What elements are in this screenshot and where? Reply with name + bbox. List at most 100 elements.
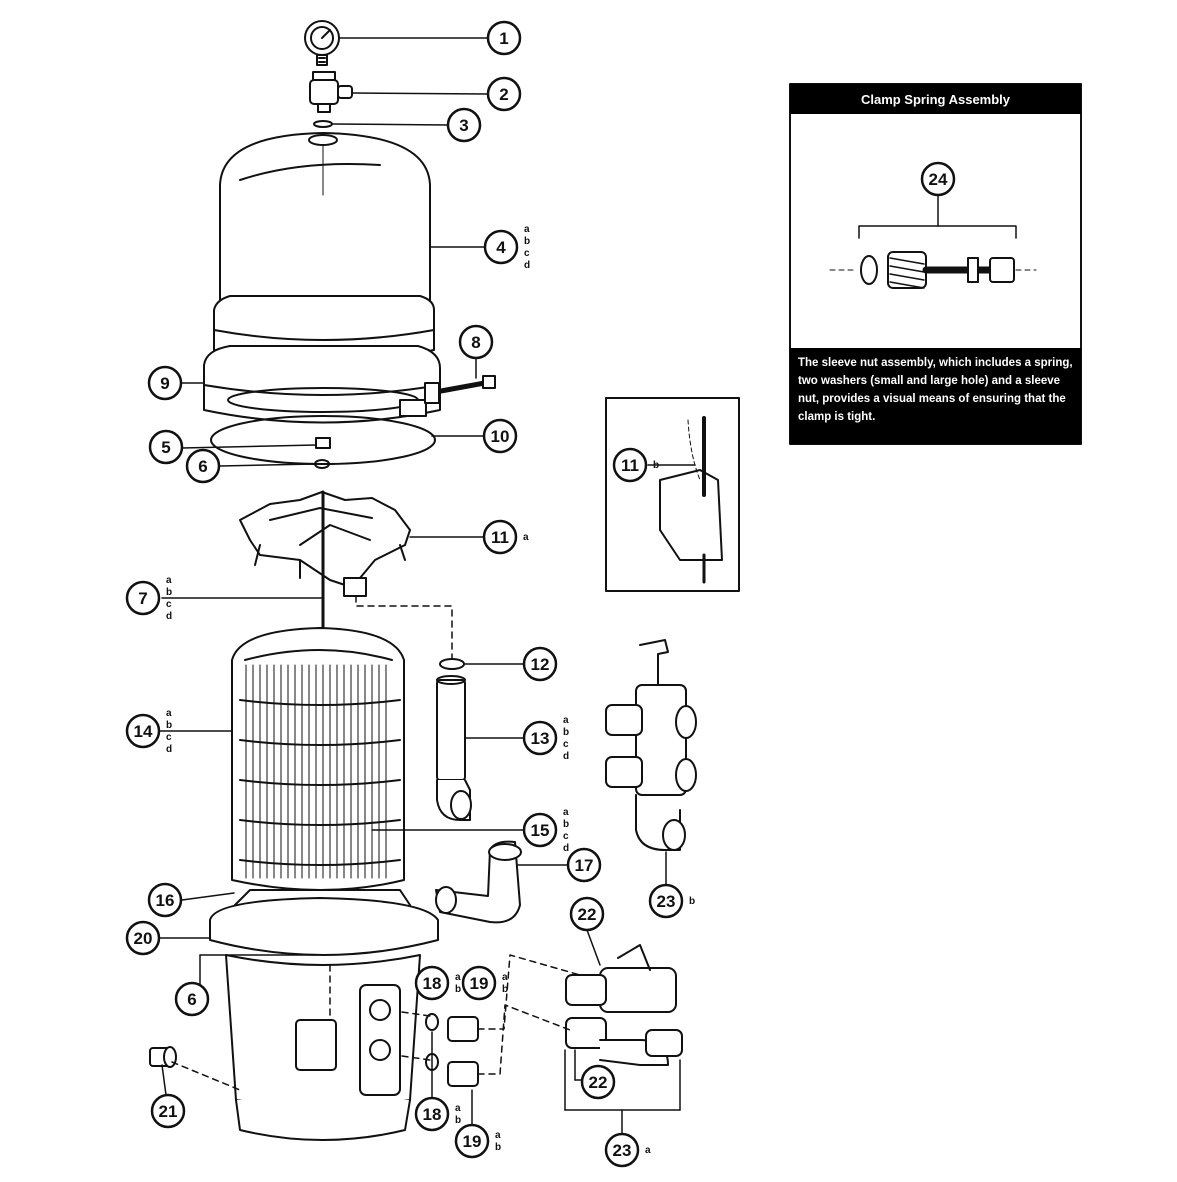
callout-number: 5 <box>161 438 170 457</box>
detail-view-11b <box>605 397 740 592</box>
callout-c24: 24 <box>920 161 956 197</box>
air-relief-valve-part <box>309 71 353 113</box>
callout-circle <box>569 896 605 932</box>
callout-circle <box>125 713 161 749</box>
callout-number: 22 <box>589 1073 608 1092</box>
callout-number: 23 <box>657 892 676 911</box>
callout-suffix: a <box>523 532 529 543</box>
callout-number: 15 <box>531 821 550 840</box>
callout-number: 18 <box>423 974 442 993</box>
o-ring-part-12 <box>439 658 465 670</box>
callout-circle <box>920 161 956 197</box>
callout-number: 9 <box>160 374 169 393</box>
callout-circle <box>486 20 522 56</box>
callout-circle <box>414 965 450 1001</box>
callout-c16: 16 <box>147 882 183 918</box>
callout-number: 2 <box>499 85 508 104</box>
callout-c23a: 23 a <box>604 1132 651 1168</box>
callout-c22b: 22 <box>580 1064 616 1100</box>
callout-number: 6 <box>187 990 196 1009</box>
callout-number: 14 <box>134 722 153 741</box>
callout-number: 1 <box>499 29 508 48</box>
push-pull-valve-part <box>605 639 697 851</box>
callout-number: 23 <box>613 1141 632 1160</box>
callout-circle <box>185 448 221 484</box>
callout-circle <box>150 1093 186 1129</box>
inset-note: The sleeve nut assembly, which includes … <box>790 348 1081 444</box>
filter-tank-lid-part <box>213 132 435 362</box>
drain-plug-part <box>149 1046 177 1068</box>
callout-number: 18 <box>423 1105 442 1124</box>
callout-circle <box>648 883 684 919</box>
callout-circle <box>147 882 183 918</box>
callout-number: 4 <box>496 238 506 257</box>
pressure-gauge-part <box>304 20 340 66</box>
inset-title: Clamp Spring Assembly <box>790 84 1081 114</box>
callout-number: 3 <box>459 116 468 135</box>
callout-number: 6 <box>198 457 207 476</box>
callout-number: 7 <box>138 589 147 608</box>
callout-circle <box>483 229 519 265</box>
filter-element-assembly-part <box>231 627 405 891</box>
callout-c5: 5 <box>148 429 184 465</box>
clamp-spring-inset-box <box>789 83 1082 445</box>
callout-c20: 20 <box>125 920 161 956</box>
callout-circle <box>147 365 183 401</box>
callout-number: 10 <box>491 427 510 446</box>
o-ring-part-3 <box>313 120 333 128</box>
filter-grid-lines <box>239 664 401 879</box>
clamp-band-part <box>203 345 441 424</box>
air-tube-part <box>436 675 472 821</box>
callout-c1: 1 <box>486 20 522 56</box>
callout-circle <box>566 847 602 883</box>
callout-c6a: 6 <box>185 448 221 484</box>
callout-number: 16 <box>156 891 175 910</box>
callout-number: 8 <box>471 333 480 352</box>
callout-c8: 8 <box>458 324 494 360</box>
callout-suffix: b <box>689 896 695 907</box>
callout-c21: 21 <box>150 1093 186 1129</box>
callout-circle <box>522 646 558 682</box>
dashed-connection-lines <box>171 595 581 1091</box>
clamp-bolt-part <box>424 375 496 404</box>
callout-circle <box>604 1132 640 1168</box>
callout-circle <box>486 76 522 112</box>
callout-number: 11 <box>621 456 639 475</box>
callout-circle <box>461 965 497 1001</box>
callout-c22a: 22 <box>569 896 605 932</box>
callout-c12: 12 <box>522 646 558 682</box>
nut-part-5 <box>315 437 331 449</box>
callout-circle <box>446 107 482 143</box>
callout-circle <box>482 418 518 454</box>
callout-c3: 3 <box>446 107 482 143</box>
callout-c17: 17 <box>566 847 602 883</box>
tank-o-ring-part <box>210 415 436 465</box>
elbow-pipe-part <box>435 840 522 924</box>
callout-number: 12 <box>531 655 550 674</box>
callout-number: 19 <box>470 974 489 993</box>
callout-circle <box>522 720 558 756</box>
callout-number: 17 <box>575 856 594 875</box>
callout-circle <box>458 324 494 360</box>
callout-c9: 9 <box>147 365 183 401</box>
callout-suffix: a <box>645 1145 651 1156</box>
callout-c2: 2 <box>486 76 522 112</box>
callout-circle <box>454 1123 490 1159</box>
